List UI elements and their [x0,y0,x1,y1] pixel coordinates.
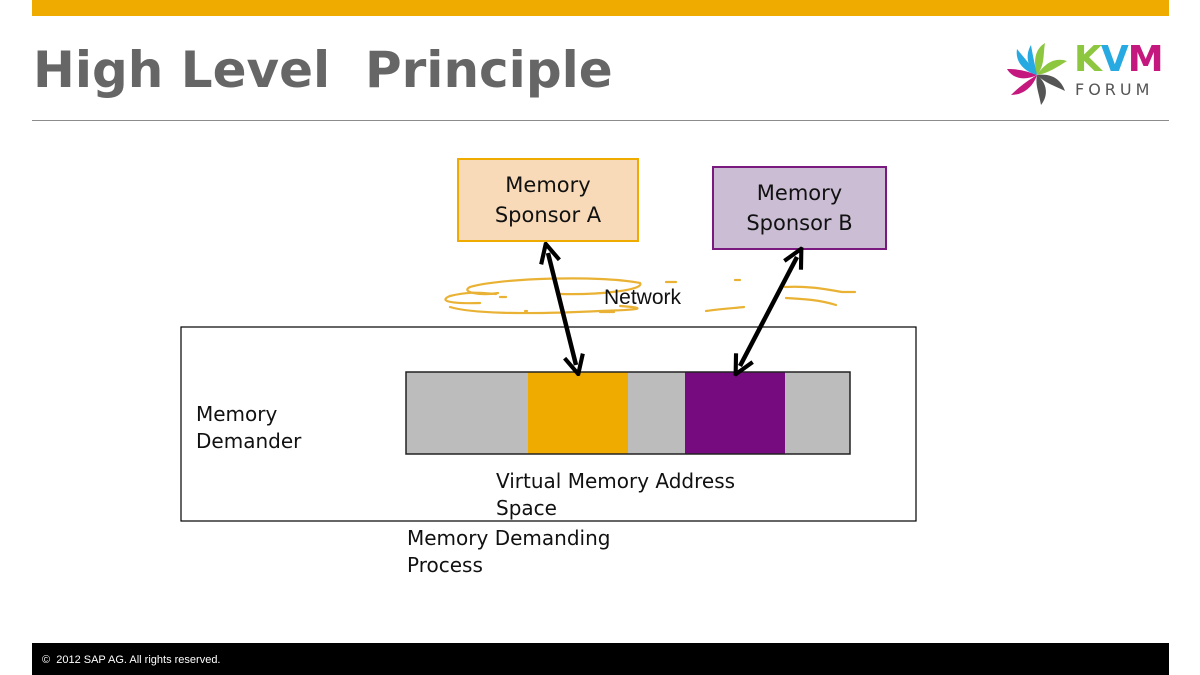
arrow-sponsor-a [548,253,576,365]
logo-kvm-text: KVM [1074,39,1164,80]
slide-title: High Level Principle [33,41,613,99]
accent-bar [32,0,1169,16]
memory-sponsor-a-box [457,158,639,242]
segment-sponsor-b-region [685,372,785,454]
memory-sponsor-b-box [712,166,887,250]
segment-free-3 [785,372,850,454]
address-space-bar [405,371,851,455]
segment-sponsor-a-region [528,372,628,454]
address-space-label: Virtual Memory Address Space [496,469,736,520]
logo-forum-text: FORUM [1075,80,1154,99]
segment-free-1 [406,372,528,454]
title-divider [32,120,1169,121]
footer-bar: © 2012 SAP AG. All rights reserved. [32,643,1169,675]
kvm-forum-logo: KVM FORUM [1002,40,1172,110]
segment-free-2 [628,372,685,454]
pinwheel-icon [1007,43,1067,105]
network-label: Network [604,286,682,309]
memory-sponsor-b-label: Memory Sponsor B [746,181,853,235]
arrow-sponsor-b [740,257,797,366]
copyright-text: © 2012 SAP AG. All rights reserved. [42,654,221,666]
memory-sponsor-a-label: Memory Sponsor A [494,173,602,227]
memory-demander-label: Memory Demander [196,402,302,453]
process-label: Memory Demanding Process [407,526,611,577]
